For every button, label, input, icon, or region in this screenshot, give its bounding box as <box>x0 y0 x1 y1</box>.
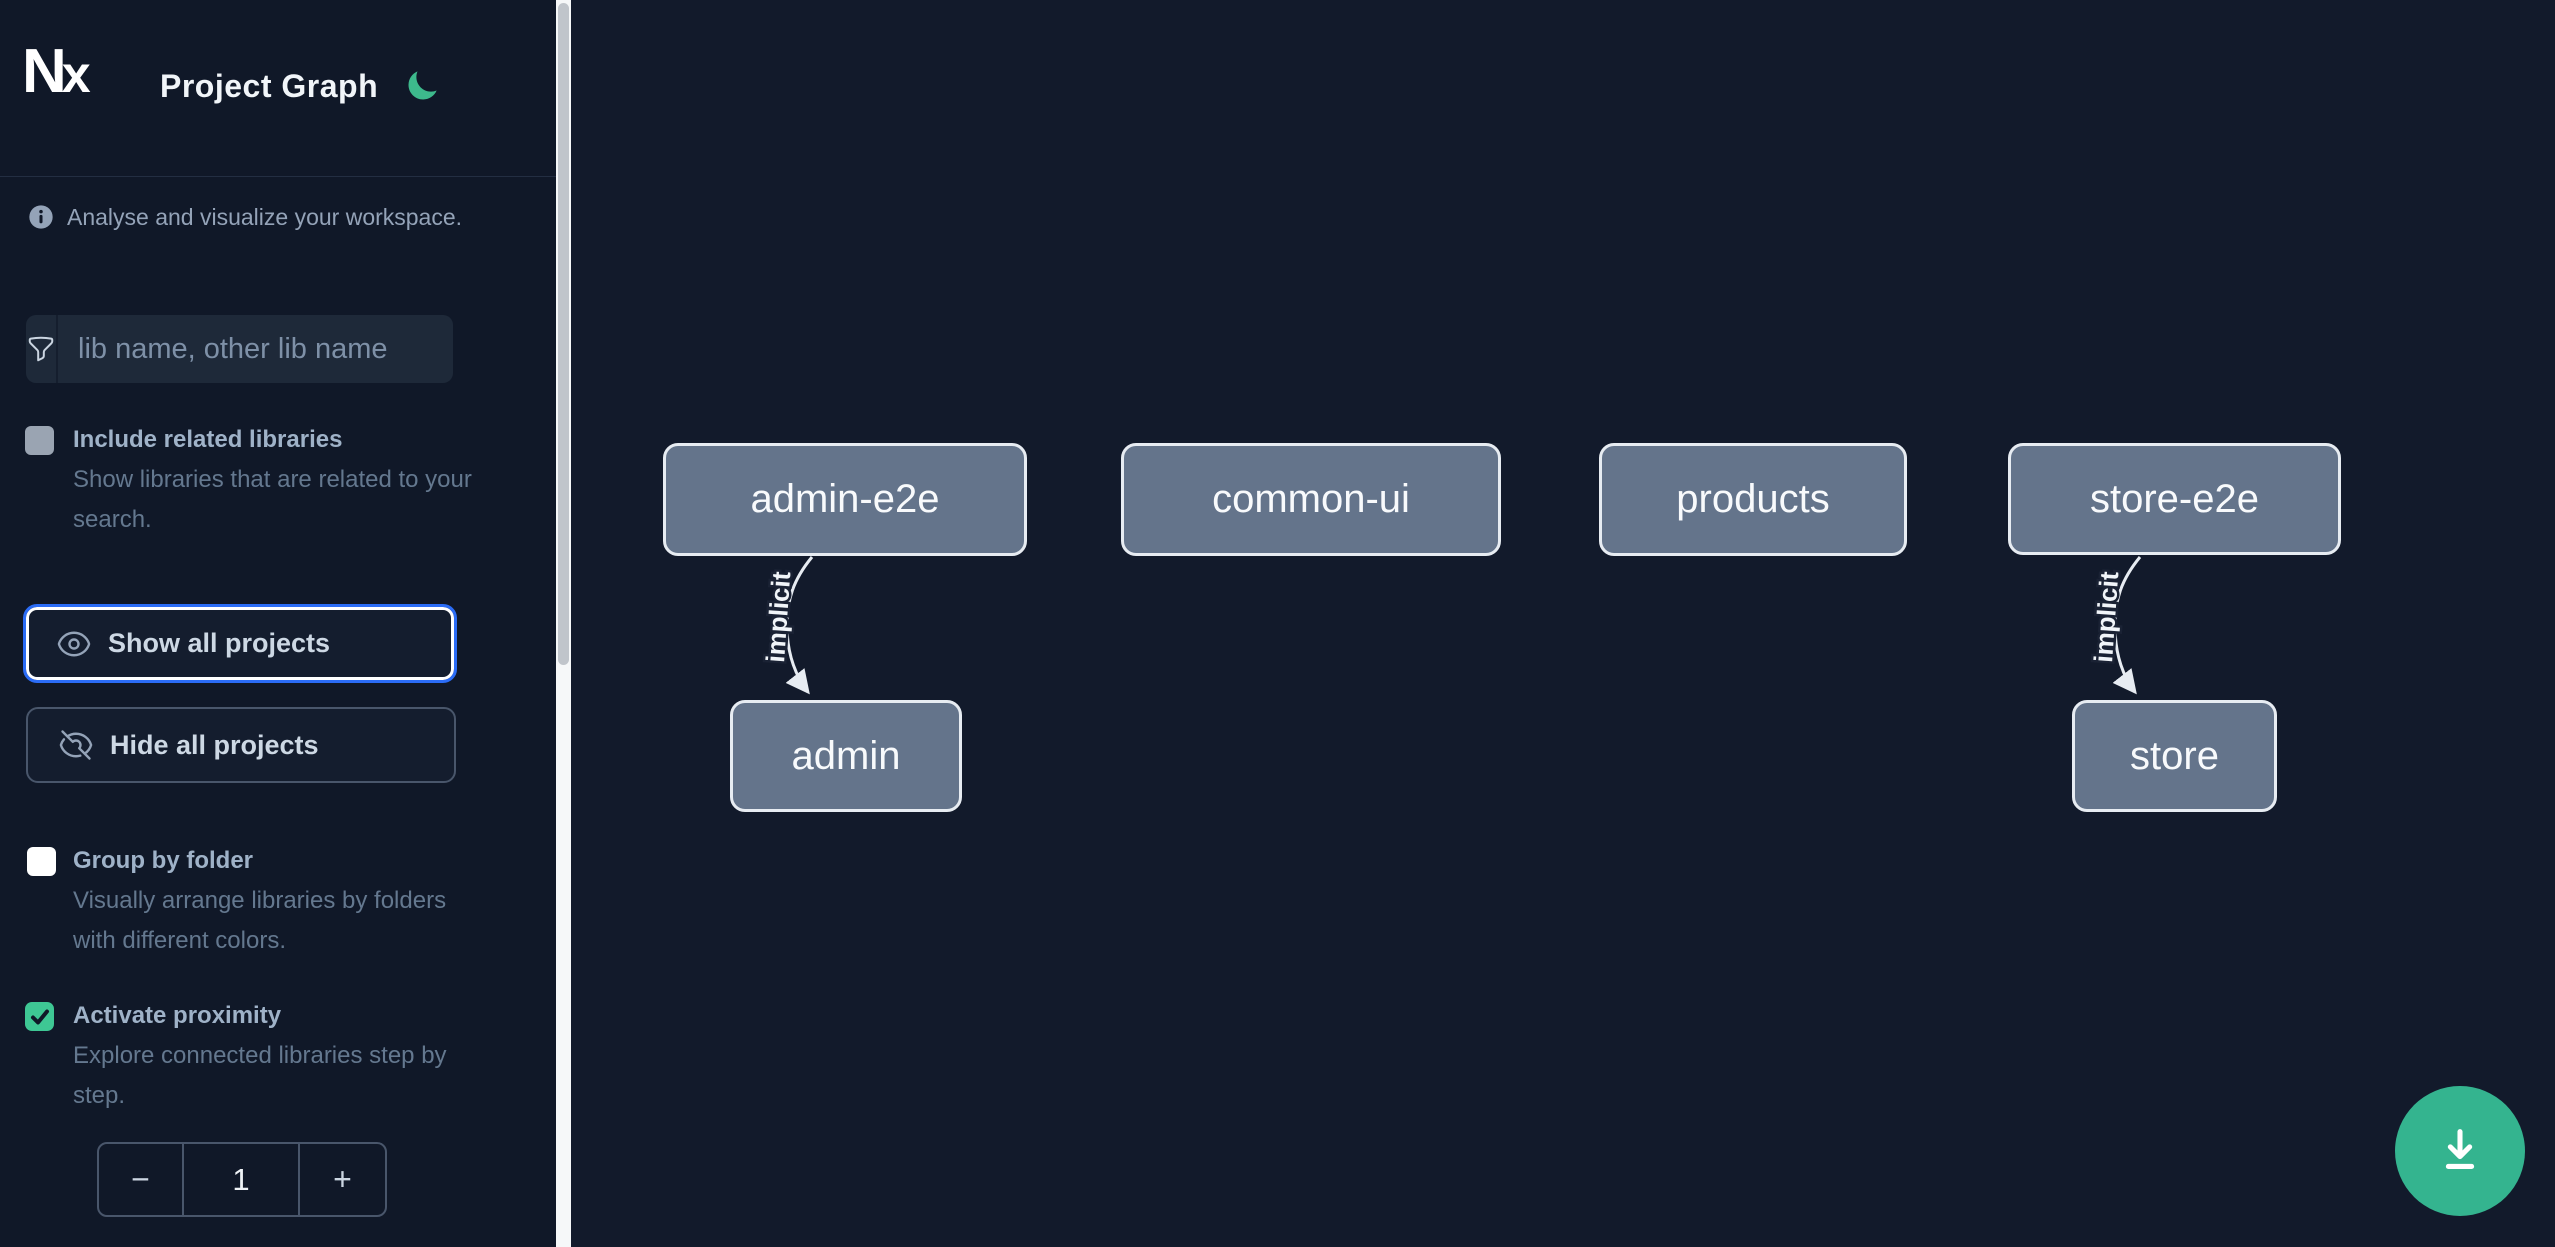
hide-all-projects-label: Hide all projects <box>110 729 319 760</box>
proximity-depth-stepper: − 1 + <box>97 1142 387 1217</box>
group-by-folder-checkbox[interactable] <box>27 847 56 876</box>
graph-node-store[interactable]: store <box>2072 700 2277 812</box>
sidebar-scrollbar-track[interactable] <box>556 0 571 1247</box>
graph-node-store-e2e[interactable]: store-e2e <box>2008 443 2341 555</box>
hide-all-projects-button[interactable]: Hide all projects <box>26 707 456 783</box>
filter-icon-cell <box>26 315 58 383</box>
dark-mode-toggle[interactable] <box>404 68 440 104</box>
graph-node-common-ui[interactable]: common-ui <box>1121 443 1501 556</box>
nx-logo: Nx <box>22 37 91 106</box>
tagline-text: Analyse and visualize your workspace. <box>67 203 463 230</box>
moon-icon <box>408 71 437 100</box>
group-by-folder-label: Group by folder <box>73 847 253 874</box>
sidebar-header: Nx Project Graph <box>0 0 556 177</box>
group-by-folder-description: Visually arrange libraries by folders wi… <box>73 887 447 954</box>
graph-node-admin[interactable]: admin <box>730 700 962 812</box>
proximity-depth-value: 1 <box>182 1144 300 1215</box>
filter-box <box>26 315 453 383</box>
activate-proximity-label: Activate proximity <box>73 1002 282 1029</box>
eye-icon <box>57 631 91 656</box>
graph-edge-store-e2e-to-store[interactable] <box>2112 556 2142 695</box>
checkmark-icon <box>30 1009 49 1024</box>
include-related-description: Show libraries that are related to your … <box>73 466 472 533</box>
filter-input[interactable] <box>58 315 453 383</box>
include-related-label: Include related libraries <box>73 426 343 453</box>
activate-proximity-checkbox[interactable] <box>25 1002 54 1031</box>
edge-label-store-e2e: implicit <box>2088 570 2124 663</box>
sidebar: Nx Project Graph Analyse and visualize y… <box>0 0 556 1247</box>
include-related-checkbox[interactable] <box>25 426 54 455</box>
project-graph-canvas[interactable]: implicit implicit admin-e2e common-ui produ… <box>571 0 2555 1247</box>
option-activate-proximity: Activate proximity Explore connected lib… <box>25 1000 483 1116</box>
download-graph-button[interactable] <box>2395 1086 2525 1216</box>
edge-label-admin-e2e: implicit <box>760 570 796 663</box>
option-include-related: Include related libraries Show libraries… <box>25 424 483 540</box>
graph-edge-admin-e2e-to-admin[interactable] <box>785 556 814 695</box>
workspace-tagline: Analyse and visualize your workspace. <box>27 203 462 231</box>
option-group-by-folder: Group by folder Visually arrange librari… <box>27 845 483 961</box>
increment-button[interactable]: + <box>333 1161 352 1197</box>
download-icon <box>2445 1129 2475 1170</box>
show-all-projects-label: Show all projects <box>108 628 331 658</box>
info-icon <box>29 205 53 229</box>
sidebar-scrollbar-thumb[interactable] <box>558 3 569 665</box>
graph-node-products[interactable]: products <box>1599 443 1907 556</box>
decrement-button[interactable]: − <box>131 1161 150 1197</box>
eye-slash-icon <box>59 730 93 760</box>
show-all-projects-button[interactable]: Show all projects <box>23 604 457 683</box>
page-title: Project Graph <box>160 68 379 104</box>
funnel-icon <box>28 336 54 362</box>
graph-edges-layer: implicit implicit <box>758 556 2142 695</box>
activate-proximity-description: Explore connected libraries step by step… <box>73 1042 447 1109</box>
graph-node-admin-e2e[interactable]: admin-e2e <box>663 443 1027 556</box>
